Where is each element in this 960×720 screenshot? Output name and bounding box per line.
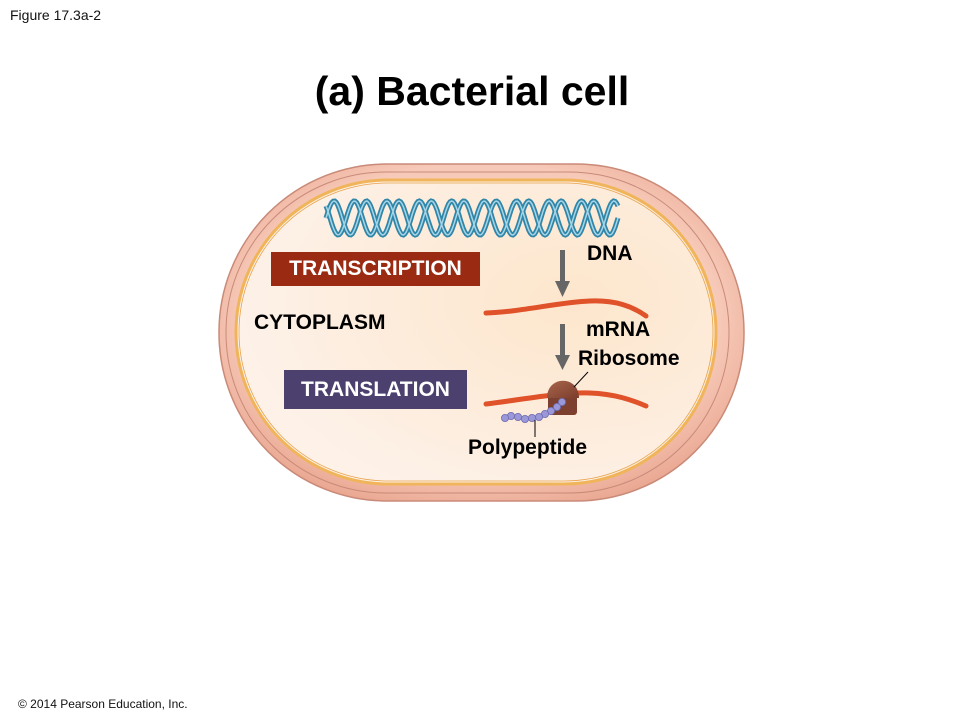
arrow-mrna-to-ribosome bbox=[555, 324, 570, 370]
ribosome-label: Ribosome bbox=[578, 347, 680, 370]
amino-acid-bead bbox=[514, 412, 523, 421]
transcription-box: TRANSCRIPTION bbox=[271, 252, 480, 286]
dna-helix bbox=[323, 198, 621, 238]
mrna-label: mRNA bbox=[586, 318, 651, 341]
amino-acid-bead bbox=[535, 412, 544, 421]
mrna-strand bbox=[483, 298, 649, 319]
polypeptide-label: Polypeptide bbox=[468, 436, 588, 459]
amino-acid-bead bbox=[521, 414, 530, 423]
dna-strand bbox=[325, 200, 619, 236]
translation-box: TRANSLATION bbox=[284, 370, 467, 409]
amino-acid-bead bbox=[553, 402, 562, 411]
polypeptide-chain bbox=[500, 397, 567, 423]
arrow-dna-to-mrna bbox=[555, 250, 570, 297]
amino-acid-bead bbox=[558, 397, 567, 406]
cytoplasm-label: CYTOPLASM bbox=[254, 311, 386, 334]
dna-label: DNA bbox=[587, 242, 633, 265]
figure-title: (a) Bacterial cell bbox=[314, 68, 630, 114]
ribosome-leader-line bbox=[573, 371, 589, 388]
copyright-notice: © 2014 Pearson Education, Inc. bbox=[18, 697, 188, 711]
figure-label: Figure 17.3a-2 bbox=[10, 7, 102, 23]
dna-strand bbox=[325, 200, 619, 236]
amino-acid-bead bbox=[500, 413, 509, 422]
mrna-strand-translating bbox=[483, 390, 649, 409]
